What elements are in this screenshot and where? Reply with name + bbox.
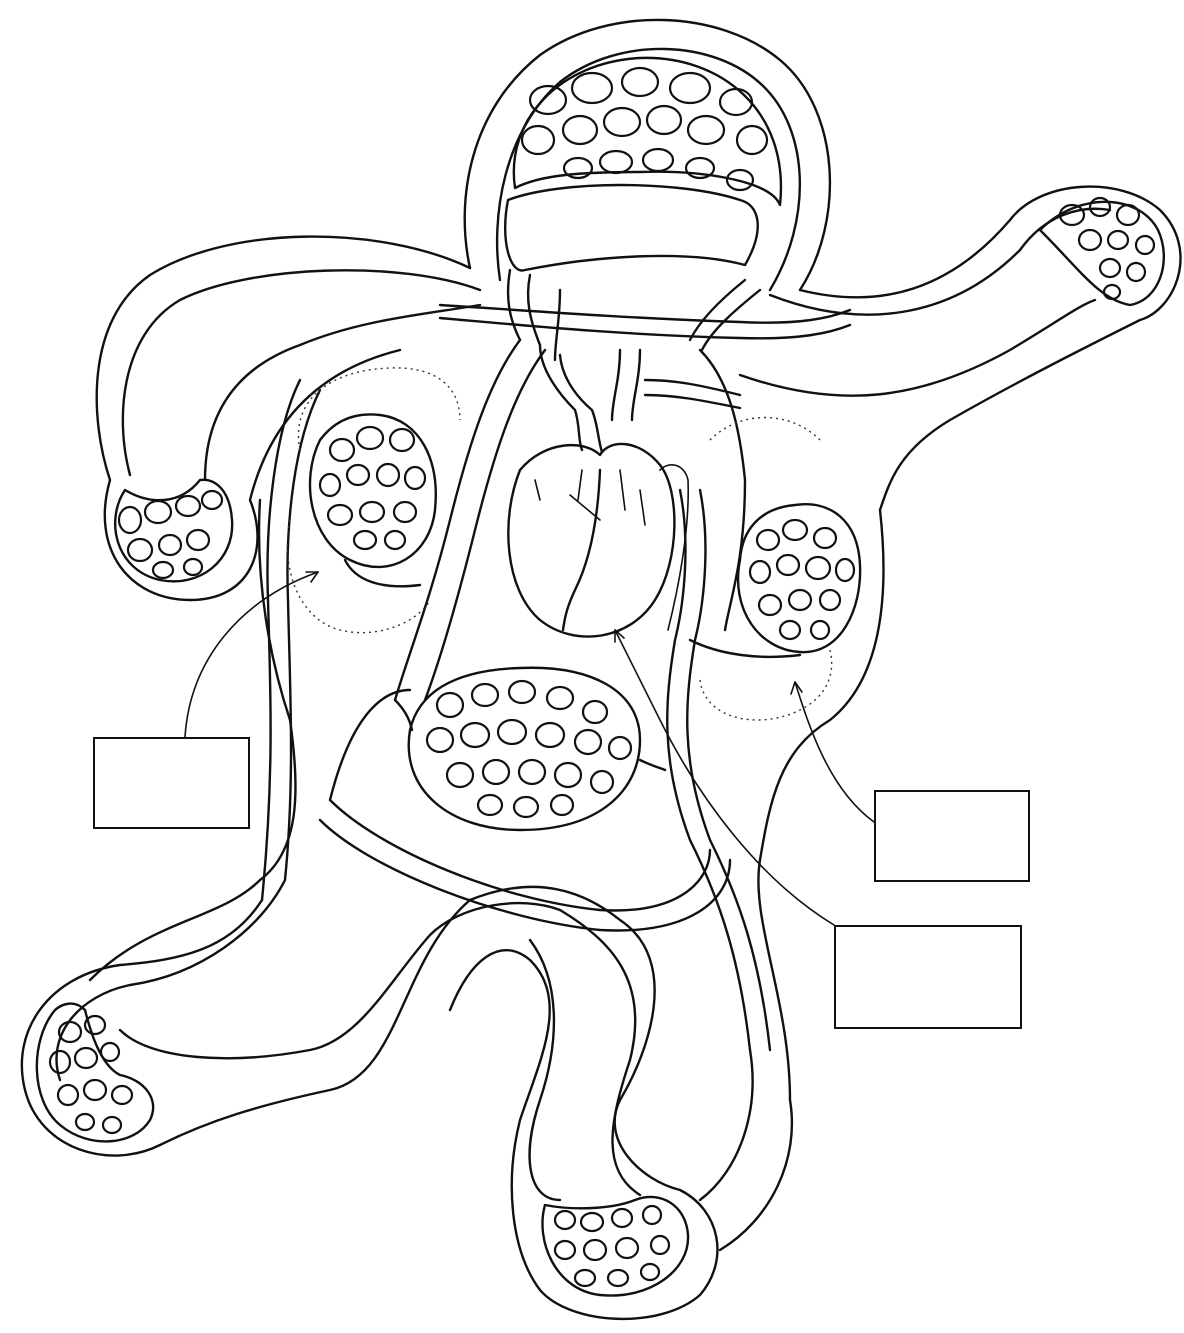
- abdominal-capillary-bed: [395, 668, 665, 830]
- left-leg-capillary-bed: [37, 1004, 153, 1142]
- head: [465, 20, 830, 290]
- blood-vessels: [262, 270, 850, 1050]
- right-arm-capillary-bed: [1040, 198, 1164, 305]
- right-leg-capillary-bed: [542, 1197, 688, 1296]
- left-arm-capillary-bed: [115, 480, 232, 582]
- legs: [22, 880, 792, 1319]
- right-lung-pointer: [795, 682, 874, 822]
- right-lung: [690, 418, 860, 721]
- heart-pointer: [615, 630, 834, 925]
- left-lung-pointer: [185, 572, 318, 737]
- heart-label-box[interactable]: [834, 925, 1022, 1029]
- right-lung-label-box[interactable]: [874, 790, 1030, 882]
- heart: [508, 444, 688, 637]
- left-lung-label-box[interactable]: [93, 737, 250, 829]
